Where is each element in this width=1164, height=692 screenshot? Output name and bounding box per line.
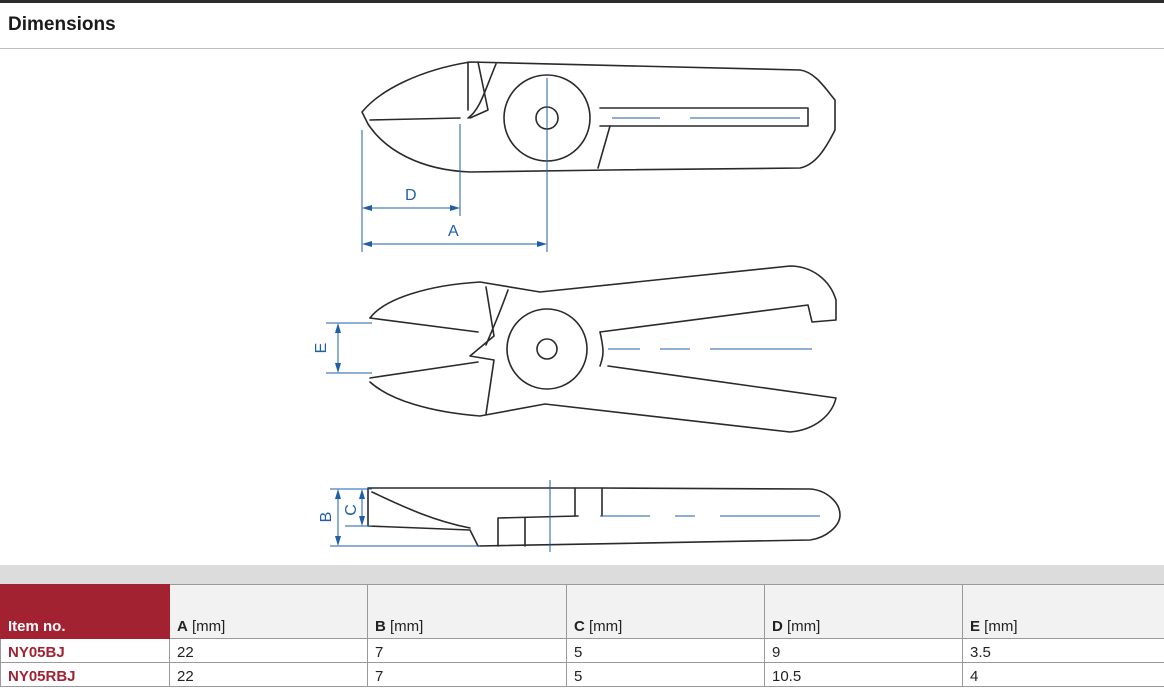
header-item-no: Item no. xyxy=(0,584,170,639)
cell-b: 7 xyxy=(367,638,567,663)
bottom-view-outline xyxy=(367,487,841,547)
label-b: B xyxy=(318,512,335,523)
section-divider xyxy=(0,48,1164,49)
cell-e: 4 xyxy=(962,662,1164,687)
label-d: D xyxy=(405,187,417,204)
cell-d: 9 xyxy=(764,638,963,663)
header-a: A [mm] xyxy=(169,584,368,639)
cell-item: NY05RBJ xyxy=(0,662,170,687)
header-d: D [mm] xyxy=(764,584,963,639)
table-row: NY05RBJ 22 7 5 10.5 4 xyxy=(0,662,1164,687)
top-border xyxy=(0,0,1164,3)
top-view-outline xyxy=(361,61,836,173)
section-title: Dimensions xyxy=(8,14,116,35)
header-e: E [mm] xyxy=(962,584,1164,639)
label-a: A xyxy=(448,223,459,240)
dimensions-table: Item no. A [mm] B [mm] C [mm] D [mm] E [… xyxy=(0,584,1164,687)
cell-c: 5 xyxy=(566,638,765,663)
label-c: C xyxy=(343,504,360,516)
cell-item: NY05BJ xyxy=(0,638,170,663)
cell-c: 5 xyxy=(566,662,765,687)
table-band xyxy=(0,565,1164,584)
dimension-drawing: D A E B C xyxy=(313,61,841,552)
table-header-row: Item no. A [mm] B [mm] C [mm] D [mm] E [… xyxy=(0,584,1164,639)
label-e: E xyxy=(313,343,330,354)
header-b: B [mm] xyxy=(367,584,567,639)
cell-a: 22 xyxy=(169,662,368,687)
cell-e: 3.5 xyxy=(962,638,1164,663)
table-row: NY05BJ 22 7 5 9 3.5 xyxy=(0,638,1164,663)
cell-a: 22 xyxy=(169,638,368,663)
header-c: C [mm] xyxy=(566,584,765,639)
middle-view-outline xyxy=(369,265,837,433)
cell-d: 10.5 xyxy=(764,662,963,687)
cell-b: 7 xyxy=(367,662,567,687)
